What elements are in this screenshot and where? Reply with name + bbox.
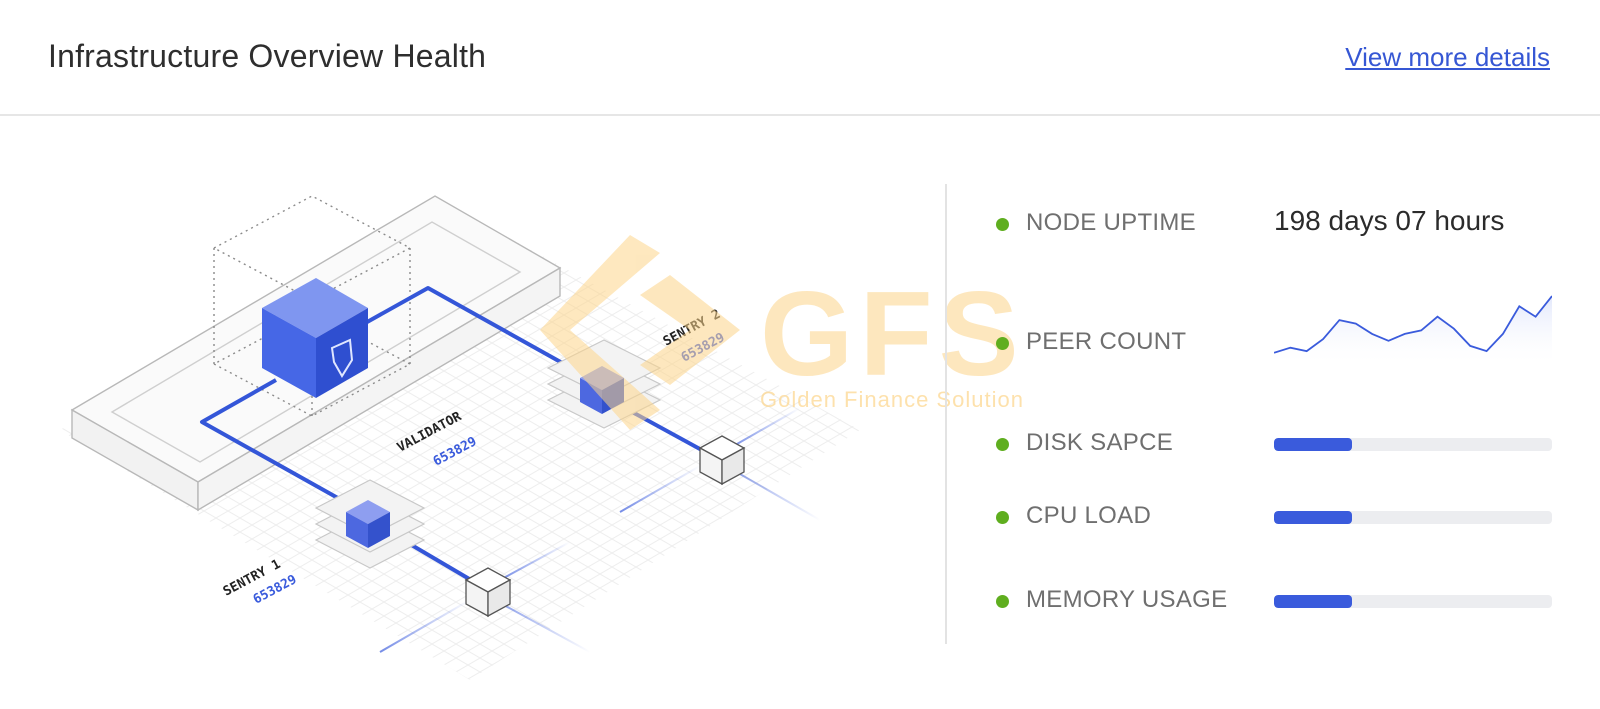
infrastructure-diagram: VALIDATOR 653829 SENTRY 2 653829 SENTRY … bbox=[60, 195, 860, 680]
panel-header: Infrastructure Overview Health View more… bbox=[0, 0, 1600, 116]
status-dot-icon bbox=[996, 438, 1009, 451]
sparkline-line bbox=[1274, 295, 1552, 354]
status-dot-icon bbox=[996, 337, 1009, 350]
memory-usage-bar-fill bbox=[1274, 595, 1352, 608]
relay-cube-right bbox=[698, 435, 746, 486]
peer-count-label: PEER COUNT bbox=[1026, 328, 1187, 355]
page-title: Infrastructure Overview Health bbox=[48, 38, 487, 74]
status-dot-icon bbox=[996, 511, 1009, 524]
memory-usage-bar bbox=[1274, 595, 1552, 608]
metric-node-uptime: NODE UPTIME 198 days 07 hours bbox=[996, 205, 1556, 245]
view-more-details-link[interactable]: View more details bbox=[1345, 42, 1550, 72]
vertical-divider bbox=[945, 184, 947, 644]
metric-memory-usage: MEMORY USAGE bbox=[996, 582, 1556, 622]
status-dot-icon bbox=[996, 218, 1009, 231]
memory-usage-label: MEMORY USAGE bbox=[1026, 586, 1228, 613]
sparkline-area bbox=[1274, 296, 1552, 362]
disk-space-bar-fill bbox=[1274, 438, 1352, 451]
disk-space-label: DISK SAPCE bbox=[1026, 429, 1174, 456]
metric-disk-space: DISK SAPCE bbox=[996, 425, 1556, 465]
metric-peer-count: PEER COUNT bbox=[996, 295, 1556, 364]
cpu-load-bar-fill bbox=[1274, 511, 1352, 524]
peer-count-sparkline bbox=[1274, 295, 1552, 362]
cpu-load-bar bbox=[1274, 511, 1552, 524]
node-uptime-value: 198 days 07 hours bbox=[1274, 205, 1505, 236]
disk-space-bar bbox=[1274, 438, 1552, 451]
node-uptime-label: NODE UPTIME bbox=[1026, 209, 1196, 236]
metric-cpu-load: CPU LOAD bbox=[996, 498, 1556, 538]
relay-cube-left bbox=[464, 567, 512, 618]
validator-cube bbox=[262, 278, 368, 398]
sentry-1-node bbox=[314, 479, 426, 569]
status-dot-icon bbox=[996, 595, 1009, 608]
cpu-load-label: CPU LOAD bbox=[1026, 502, 1152, 529]
